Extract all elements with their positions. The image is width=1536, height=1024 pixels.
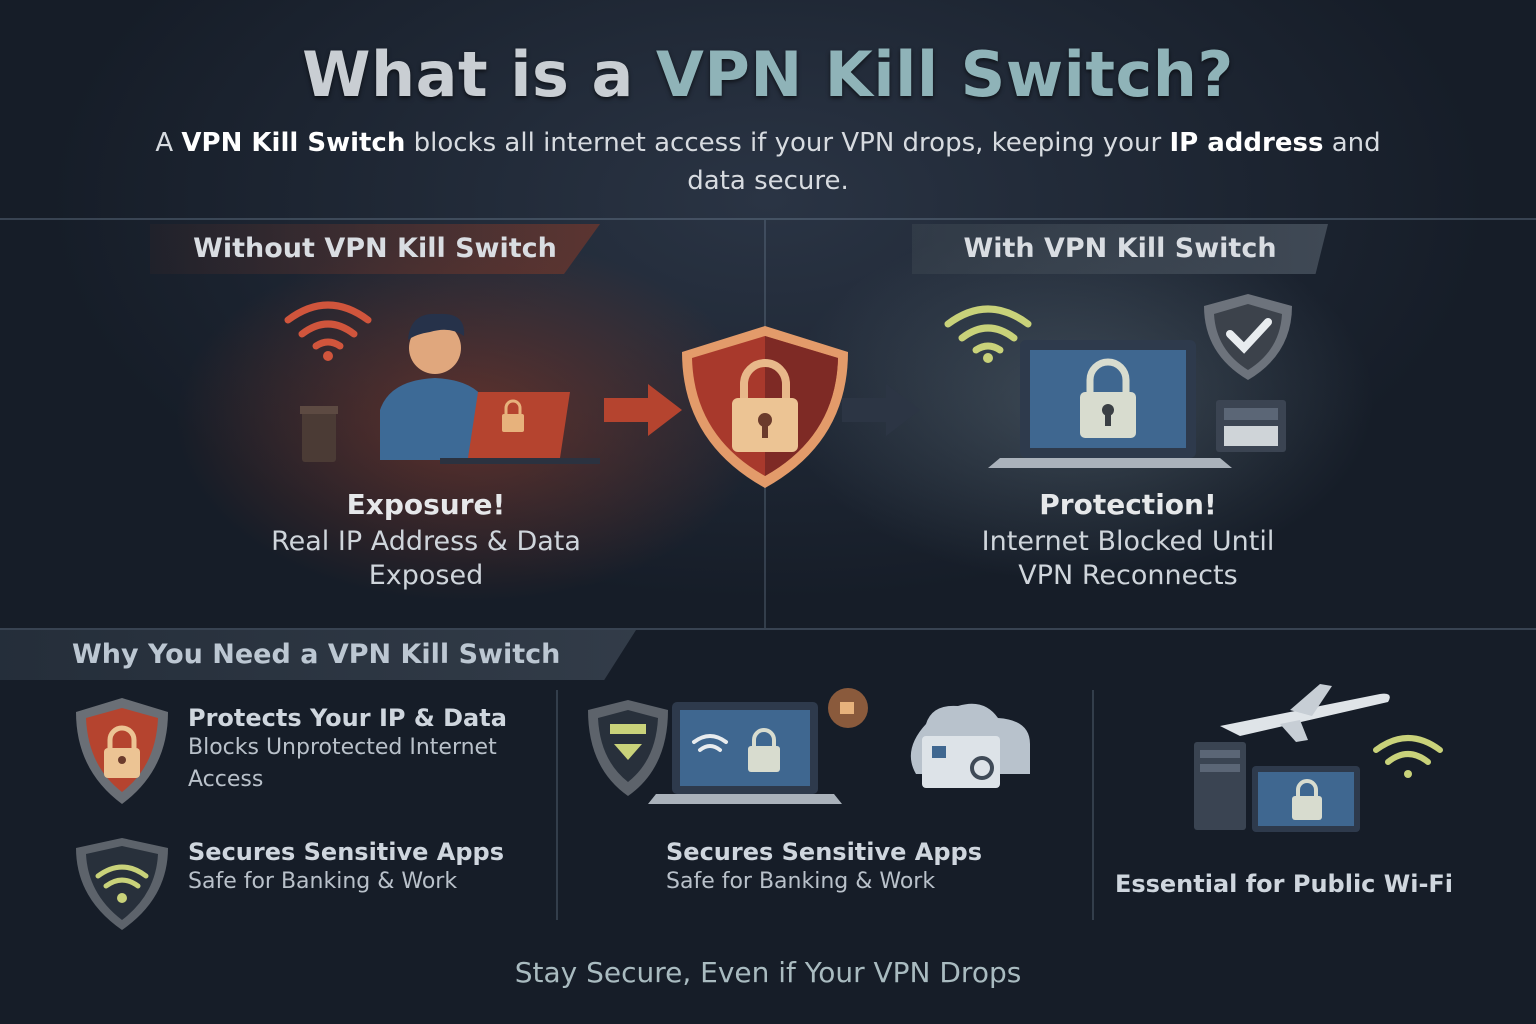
page-subtitle: A VPN Kill Switch blocks all internet ac…	[140, 124, 1396, 200]
exposure-line2: Exposed	[368, 560, 484, 591]
public-wifi-scene	[1180, 680, 1460, 840]
feature-title: Protects Your IP & Data	[188, 704, 507, 732]
feature-title: Essential for Public Wi-Fi	[1114, 870, 1454, 898]
feature-protects-ip: Protects Your IP & Data Blocks Unprotect…	[188, 704, 548, 796]
shield-icon	[672, 322, 858, 492]
feature-desc-line1: Safe for Banking & Work	[188, 869, 458, 894]
wifi-icon	[284, 301, 372, 361]
server-icon	[1194, 742, 1246, 830]
subtitle-bold1: VPN Kill Switch	[181, 128, 406, 158]
wifi-icon	[944, 305, 1032, 363]
exposed-scene	[240, 290, 600, 470]
shield-padlock-icon	[72, 696, 172, 808]
subtitle-part3: and data secure.	[687, 128, 1381, 196]
laptop-icon	[440, 392, 600, 464]
coffee-cup-icon	[300, 406, 338, 462]
exposure-line1: Real IP Address & Data	[271, 526, 581, 557]
feature-secures-apps-2: Secures Sensitive Apps Safe for Banking …	[666, 838, 1066, 898]
exposure-heading: Exposure!	[346, 488, 506, 521]
device-icon	[1216, 400, 1286, 452]
airplane-icon	[1220, 684, 1390, 742]
person-illustration	[380, 313, 490, 460]
padlock-icon	[732, 359, 798, 452]
apps-scene	[586, 684, 1056, 814]
wifi-icon	[1373, 735, 1443, 778]
feature-divider-2	[1092, 690, 1094, 920]
title-accent: VPN Kill Switch?	[655, 38, 1234, 111]
protection-outcome: Protection! Internet Blocked Until VPN R…	[928, 488, 1328, 593]
laptop-icon	[988, 340, 1232, 468]
protection-line2: VPN Reconnects	[1018, 560, 1238, 591]
feature-desc-line1: Blocks Unprotected Internet	[188, 735, 497, 760]
feature-title: Secures Sensitive Apps	[666, 838, 982, 866]
laptop-icon	[1252, 766, 1360, 832]
protection-line1: Internet Blocked Until	[981, 526, 1275, 557]
why-banner: Why You Need a VPN Kill Switch	[0, 630, 636, 680]
shield-wifi-icon	[72, 836, 172, 932]
middle-divider	[0, 628, 1536, 630]
exposure-outcome: Exposure! Real IP Address & Data Exposed	[226, 488, 626, 593]
protected-scene	[930, 288, 1310, 478]
feature-desc-line2: Access	[188, 767, 264, 792]
feature-public-wifi: Essential for Public Wi-Fi	[1104, 870, 1464, 898]
footer-tagline: Stay Secure, Even if Your VPN Drops	[514, 956, 1022, 989]
page-title: What is a VPN Kill Switch?	[0, 38, 1536, 111]
feature-divider-1	[556, 690, 558, 920]
arrow-icon	[604, 380, 684, 440]
protection-heading: Protection!	[1039, 488, 1217, 521]
title-prefix: What is a	[302, 38, 656, 111]
shield-icon	[588, 700, 668, 796]
feature-desc-line1: Safe for Banking & Work	[666, 869, 936, 894]
subtitle-bold2: IP address	[1169, 128, 1324, 158]
without-banner: Without VPN Kill Switch	[150, 224, 600, 274]
with-banner: With VPN Kill Switch	[912, 224, 1328, 274]
arrow-icon-2	[842, 380, 922, 440]
subtitle-part2: blocks all internet access if your VPN d…	[405, 128, 1170, 158]
feature-secures-apps: Secures Sensitive Apps Safe for Banking …	[188, 838, 548, 898]
checkmark-shield-icon	[1204, 294, 1292, 380]
top-divider	[0, 218, 1536, 220]
subtitle-part1: A	[155, 128, 182, 158]
feature-title: Secures Sensitive Apps	[188, 838, 504, 866]
chat-bubble-icon	[828, 688, 868, 728]
laptop-icon	[648, 702, 842, 804]
cloud-icon	[910, 703, 1030, 788]
